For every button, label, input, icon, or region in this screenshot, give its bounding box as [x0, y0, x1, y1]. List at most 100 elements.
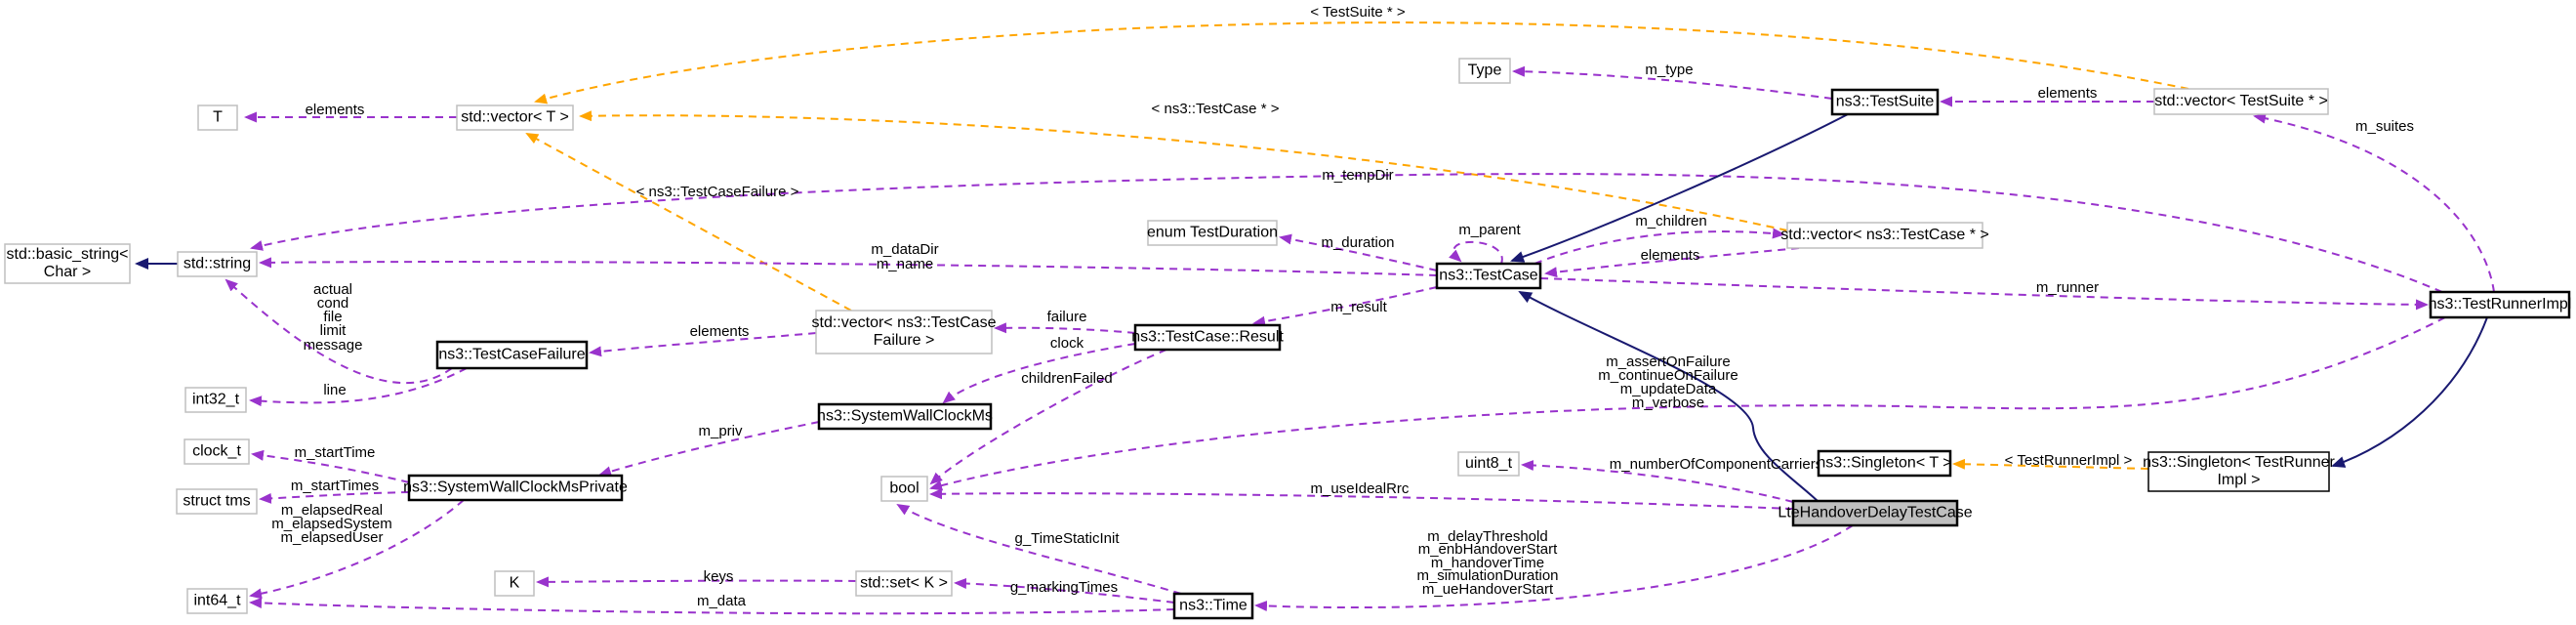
node-type[interactable]: Type	[1458, 58, 1511, 84]
node-enum-testduration-box[interactable]	[1147, 220, 1278, 246]
node-struct-tms-box[interactable]	[176, 488, 258, 515]
node-testcase-label: ns3::TestCase	[1439, 268, 1537, 284]
node-uint8-t-box[interactable]	[1457, 451, 1520, 477]
node-time[interactable]: ns3::Time	[1172, 592, 1254, 620]
node-singleton-testrunnerimpl-box[interactable]	[2147, 451, 2330, 492]
node-int64-t-box[interactable]	[186, 588, 248, 614]
node-t-label: T	[213, 109, 223, 126]
e-tmpl-testrunnerimpl-edge	[1952, 458, 2149, 470]
e-elements-vt-label-0: elements	[306, 102, 365, 118]
node-int32-t-label: int32_t	[192, 392, 240, 408]
e-inh-testsuite-testcase-edge	[1510, 113, 1849, 263]
node-k-box[interactable]	[494, 570, 535, 597]
node-singleton-testrunnerimpl-label: ns3::Singleton< TestRunner	[2143, 454, 2335, 471]
node-basic-string-label: std::basic_string<	[7, 246, 129, 263]
node-singleton-t[interactable]: ns3::Singleton< T >	[1817, 449, 1952, 478]
node-basic-string-box[interactable]	[4, 243, 131, 284]
node-set-k[interactable]: std::set< K >	[855, 570, 953, 597]
node-singleton-t-box[interactable]	[1817, 449, 1952, 478]
e-elements-vtc-edge	[1544, 247, 1800, 278]
e-mtempdir-edge	[250, 173, 2443, 293]
node-testcase[interactable]: ns3::TestCase	[1435, 262, 1542, 290]
node-testcasefailure[interactable]: ns3::TestCaseFailure	[435, 340, 589, 370]
e-mdata-edge	[249, 597, 1175, 615]
e-childrenfailed-edge	[929, 349, 1167, 485]
e-childrenfailed-label-0: childrenFailed	[1021, 370, 1112, 387]
node-systemwallclockms[interactable]: ns3::SystemWallClockMs	[817, 402, 993, 431]
e-gtimestatic-label-0: g_TimeStaticInit	[1015, 530, 1121, 547]
node-testrunnerimpl[interactable]: ns3::TestRunnerImpl	[2429, 290, 2572, 319]
e-mdelay-label-3: m_simulationDuration	[1416, 567, 1558, 584]
node-bool-box[interactable]	[880, 476, 928, 502]
e-musedealrrc-label-0: m_useIdealRrc	[1311, 480, 1410, 497]
node-testrunnerimpl-box[interactable]	[2429, 290, 2571, 319]
node-int32-t[interactable]: int32_t	[184, 387, 247, 413]
e-tmpl-testrunnerimpl-label-0: < TestRunnerImpl >	[2005, 452, 2133, 469]
e-tcf-string-label-2: file	[323, 309, 342, 325]
node-testcasefailure-box[interactable]	[435, 340, 589, 370]
node-struct-tms-label: struct tms	[183, 493, 250, 510]
node-testsuite-label: ns3::TestSuite	[1836, 94, 1935, 110]
e-line-edge	[249, 367, 468, 407]
e-tmpl-testsuite-edge	[534, 21, 2189, 104]
node-vector-testcase-box[interactable]	[1786, 222, 1983, 249]
node-basic-string-label: Char >	[44, 264, 91, 280]
node-basic-string[interactable]: std::basic_string<Char >	[4, 243, 131, 284]
e-mdelay-label-0: m_delayThreshold	[1427, 528, 1547, 545]
node-systemwallclockms-private-box[interactable]	[407, 474, 624, 502]
node-t[interactable]: T	[197, 104, 238, 131]
e-massert-label-2: m_updateData	[1620, 381, 1717, 397]
node-systemwallclockms-box[interactable]	[817, 402, 993, 431]
e-mstarttimes-edge	[259, 491, 410, 504]
node-time-box[interactable]	[1172, 592, 1254, 620]
node-vector-t-box[interactable]	[456, 104, 574, 131]
node-vector-t[interactable]: std::vector< T >	[456, 104, 574, 131]
node-lte-handover-delay-testcase[interactable]: LteHandoverDelayTestCase	[1778, 499, 1973, 527]
node-testsuite[interactable]: ns3::TestSuite	[1830, 88, 1940, 116]
node-uint8-t[interactable]: uint8_t	[1457, 451, 1520, 477]
node-vector-testcase[interactable]: std::vector< ns3::TestCase * >	[1780, 222, 1989, 249]
e-inh-lte-testcase-edge	[1518, 291, 1819, 502]
e-gmarking-edge	[954, 577, 1175, 604]
node-type-box[interactable]	[1458, 58, 1511, 84]
node-vector-testcasefailure[interactable]: std::vector< ns3::TestCaseFailure >	[812, 310, 997, 354]
node-t-box[interactable]	[197, 104, 238, 131]
e-mpriv-edge	[598, 421, 820, 478]
node-lte-handover-delay-testcase-box[interactable]	[1791, 499, 1959, 527]
e-tcf-string-label-4: message	[304, 337, 363, 354]
node-testcase-result-box[interactable]	[1133, 323, 1282, 352]
node-vector-testsuite-box[interactable]	[2153, 88, 2329, 115]
node-string[interactable]: std::string	[177, 251, 258, 277]
node-k[interactable]: K	[494, 570, 535, 597]
node-singleton-testrunnerimpl-label: Impl >	[2217, 472, 2260, 488]
e-mparent-label-0: m_parent	[1458, 222, 1521, 238]
e-inh-tri-singleton-edge	[2331, 316, 2488, 468]
e-elements-vtcf-label-0: elements	[690, 323, 750, 340]
node-set-k-box[interactable]	[855, 570, 953, 597]
node-singleton-testrunnerimpl[interactable]: ns3::Singleton< TestRunnerImpl >	[2143, 451, 2336, 492]
node-enum-testduration[interactable]: enum TestDuration	[1147, 220, 1278, 246]
node-bool[interactable]: bool	[880, 476, 928, 502]
node-struct-tms[interactable]: struct tms	[176, 488, 258, 515]
node-string-label: std::string	[184, 256, 251, 272]
e-mrunner-label-0: m_runner	[2036, 279, 2099, 296]
node-vector-testcasefailure-box[interactable]	[815, 310, 993, 354]
node-vector-testsuite[interactable]: std::vector< TestSuite * >	[2153, 88, 2329, 115]
node-clock-t-box[interactable]	[184, 438, 250, 465]
node-int32-t-box[interactable]	[184, 387, 247, 413]
node-clock-t[interactable]: clock_t	[184, 438, 250, 465]
node-string-box[interactable]	[177, 251, 258, 277]
node-int64-t[interactable]: int64_t	[186, 588, 248, 614]
node-testcase-result[interactable]: ns3::TestCase::Result	[1131, 323, 1284, 352]
e-melapsed-label-0: m_elapsedReal	[281, 502, 383, 519]
e-tcf-string-label-3: limit	[320, 322, 347, 339]
node-testcase-box[interactable]	[1435, 262, 1542, 290]
e-mstarttime-label-0: m_startTime	[295, 444, 376, 461]
node-testsuite-box[interactable]	[1830, 88, 1940, 116]
node-vector-testcasefailure-label: Failure >	[874, 332, 935, 349]
node-systemwallclockms-private[interactable]: ns3::SystemWallClockMsPrivate	[403, 474, 628, 502]
e-elements-vtc-label-0: elements	[1641, 247, 1700, 264]
e-failure-edge	[994, 322, 1136, 334]
edges-layer	[135, 21, 2495, 615]
